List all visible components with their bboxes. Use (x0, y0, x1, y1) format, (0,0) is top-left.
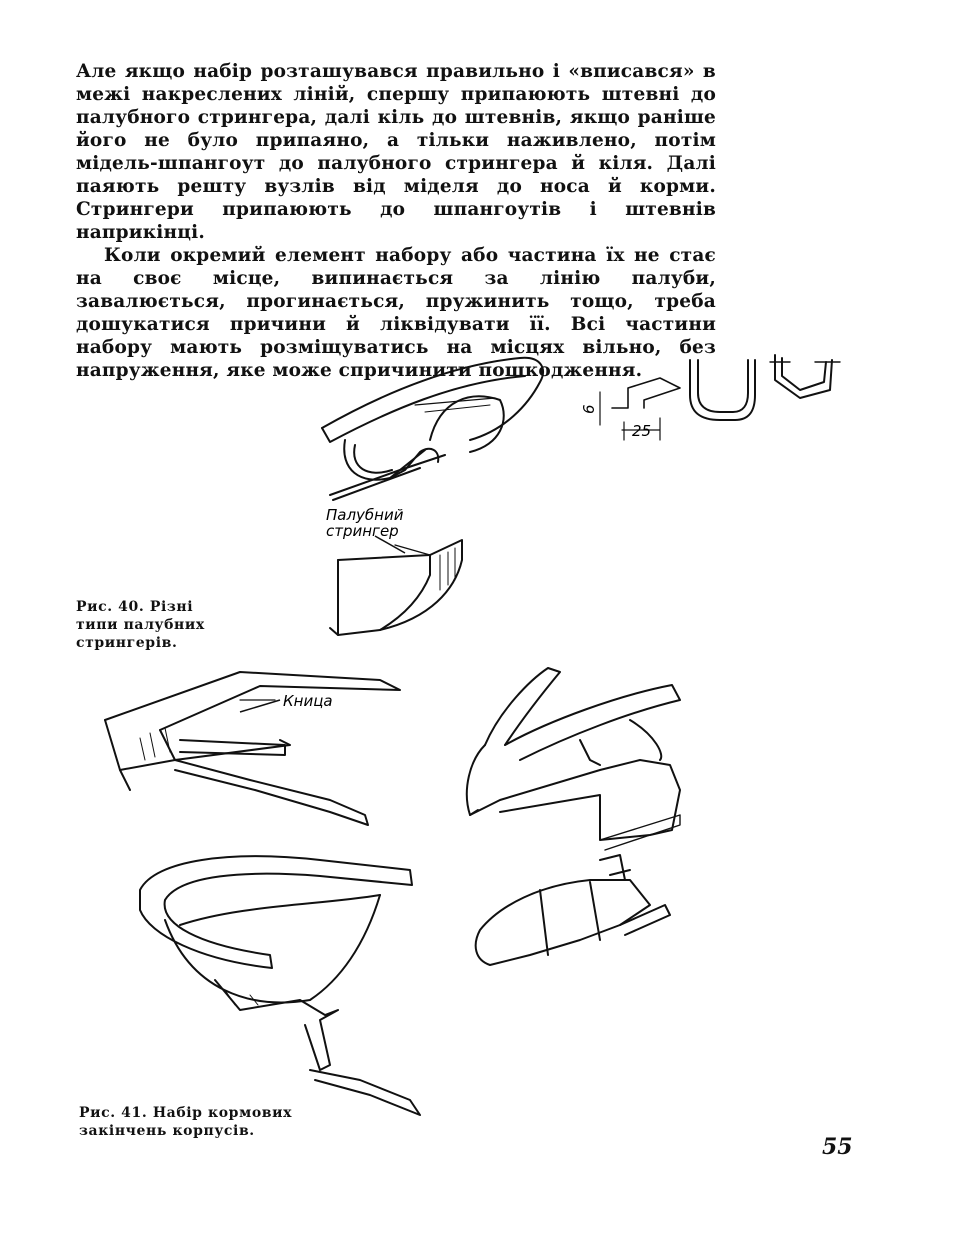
dimension-height-label: 6 (580, 404, 598, 414)
knee-label: Кница (283, 692, 333, 710)
deck-stringer-label-line1: Палубний (326, 506, 404, 524)
figure-41-caption: Рис. 41. Набір кормових закінчень корпус… (79, 1105, 293, 1139)
paragraph-2: Коли окремий елемент набору або частина … (76, 245, 716, 381)
stringer-profile-box (769, 354, 841, 399)
stern-frame-right (465, 667, 681, 851)
stern-frame-bottom (139, 855, 421, 1116)
stern-frame-left (104, 671, 401, 826)
dimension-width-label: 25 (632, 422, 651, 440)
stringer-profile-l (599, 377, 681, 441)
deck-stringer-drawing (329, 539, 463, 636)
deck-stringer-label-line2: стрингер (326, 522, 399, 540)
body-text: Але якщо набір розташувався правильно і … (76, 60, 716, 382)
paragraph-1: Але якщо набір розташувався правильно і … (76, 61, 716, 243)
stringer-profile-u (689, 359, 756, 421)
stringer-assembly-drawing (321, 356, 545, 501)
stern-frame-small (474, 854, 671, 966)
page-number: 55 (822, 1134, 853, 1160)
figure-40-caption: Рис. 40. Різні типи палубних стрингерів. (76, 599, 205, 651)
